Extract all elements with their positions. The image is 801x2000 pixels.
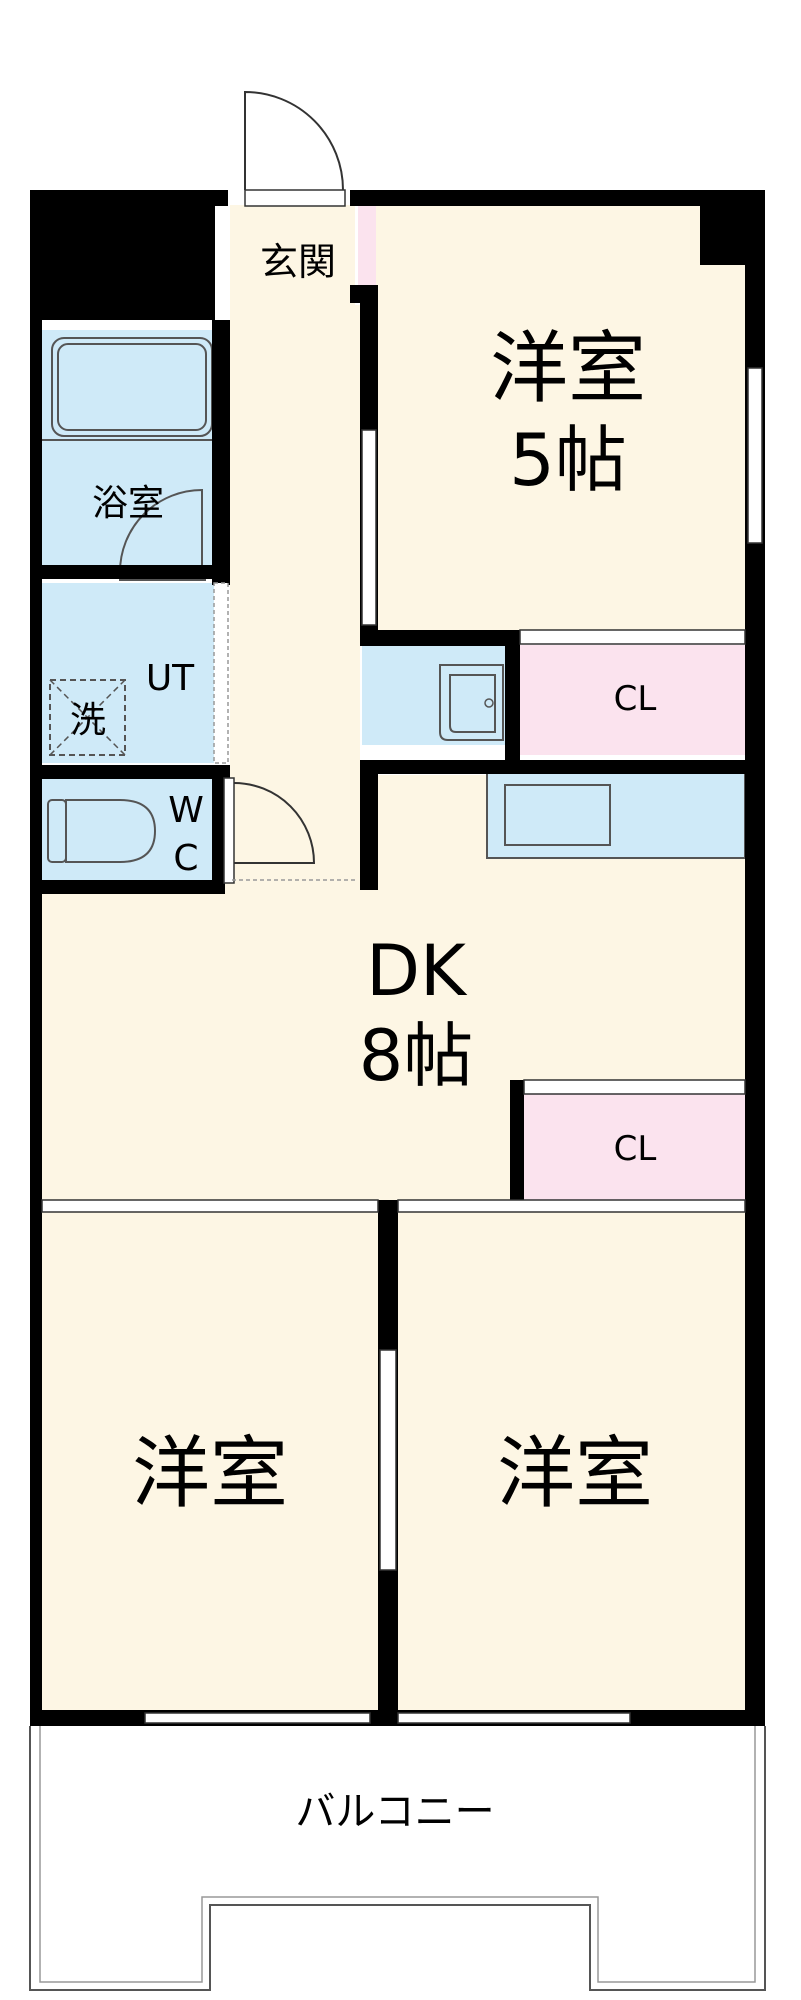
label-wc-w: W [168, 790, 204, 831]
wc-door-swing [233, 782, 316, 864]
sliding-door-bedrooms-left [41, 1199, 379, 1213]
label-washer: 洗 [70, 700, 106, 741]
label-bedroom-top-size: 5帖 [509, 418, 627, 502]
label-dk-name: DK [366, 930, 468, 1012]
wc-door-frame [223, 777, 235, 884]
entrance-door-swing [244, 90, 344, 191]
closet-mid [520, 1090, 745, 1200]
basin-drain [484, 698, 494, 708]
genkan-shoe-box [358, 205, 376, 285]
wash-basin-bowl [449, 674, 496, 733]
label-cl-mid: CL [614, 1129, 657, 1169]
label-bedroom-top-name: 洋室 [490, 324, 646, 414]
entrance-door-frame [244, 189, 346, 207]
label-bedroom-left: 洋室 [132, 1429, 288, 1519]
bath-door-swing [119, 488, 203, 573]
label-cl-top: CL [614, 679, 657, 719]
balcony-outline [29, 1726, 766, 1991]
bedroom-right-floor [398, 1210, 745, 1720]
balcony-inner [39, 1726, 756, 1983]
bedroom-top-floor [375, 205, 745, 635]
kitchen-sink [504, 784, 611, 846]
ut-door [213, 582, 229, 764]
genkan-floor [230, 205, 355, 310]
label-bedroom-right: 洋室 [497, 1429, 653, 1519]
wash-basin [439, 664, 504, 741]
label-balcony: バルコニー [295, 1789, 494, 1835]
label-bath: 浴室 [92, 483, 164, 524]
bedroom-left-floor [42, 1210, 382, 1720]
sliding-door-cl-top [519, 629, 746, 645]
closet-top [520, 645, 745, 755]
label-genkan: 玄関 [260, 240, 336, 284]
sliding-door-bedrooms-right [397, 1199, 746, 1213]
washer-cross-b [49, 679, 126, 756]
sliding-door-middle [379, 1349, 397, 1571]
label-dk-size: 8帖 [359, 1015, 474, 1097]
bedroom-top-door [361, 429, 377, 626]
label-wc-c: C [173, 838, 198, 879]
sliding-door-cl-mid [523, 1079, 746, 1095]
window-bedroom-top [747, 367, 763, 544]
window-left-bottom [144, 1712, 371, 1724]
label-ut: UT [146, 658, 195, 699]
toilet-tank [47, 799, 67, 863]
toilet-bowl [65, 799, 157, 863]
bathtub-inner [57, 343, 207, 431]
window-right-bottom [397, 1712, 631, 1724]
bathtub [51, 337, 213, 437]
